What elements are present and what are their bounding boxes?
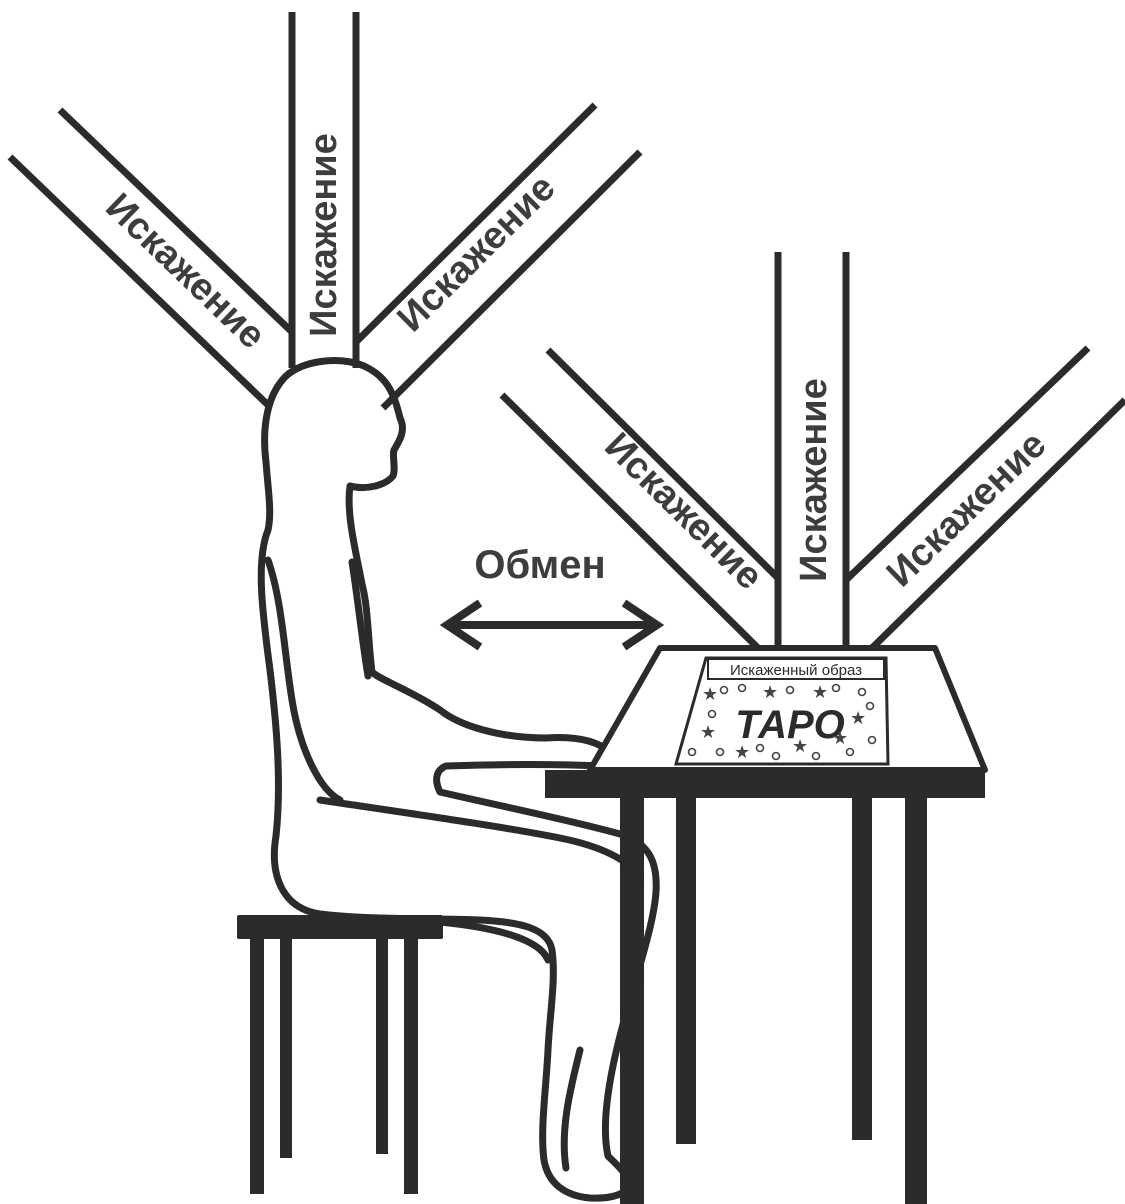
person-channel-left xyxy=(7,107,295,408)
svg-text:★: ★ xyxy=(700,722,716,743)
arm-inner-line xyxy=(348,558,372,680)
card-channel-vertical xyxy=(774,252,850,648)
star-decorations: ★ ★ ★ ★ ★ ★ ★ ★ xyxy=(700,682,866,763)
distortion-label: Искажение xyxy=(97,186,273,357)
svg-text:★: ★ xyxy=(850,708,866,729)
exchange-indicator: Обмен xyxy=(439,543,665,651)
svg-text:★: ★ xyxy=(792,736,808,757)
double-arrow-icon xyxy=(439,599,665,651)
person-channel-right xyxy=(353,102,643,411)
svg-text:★: ★ xyxy=(832,728,848,749)
card-header-box xyxy=(707,658,885,680)
card-title-text: ТАРО xyxy=(735,703,845,747)
distortion-label: Искажение xyxy=(793,378,835,582)
tarot-card: Искаженный образ ТАРО ★ ★ ★ ★ ★ ★ ★ ★ xyxy=(587,645,988,773)
svg-text:★: ★ xyxy=(734,742,750,763)
card-channel-left xyxy=(499,347,781,651)
arm-line xyxy=(264,556,344,804)
card-header-text: Искаженный образ xyxy=(730,662,862,679)
leg-back-line xyxy=(560,1046,584,1172)
table xyxy=(545,770,985,1204)
svg-text:★: ★ xyxy=(762,682,778,703)
stool xyxy=(237,915,443,1194)
svg-text:★: ★ xyxy=(702,684,718,705)
person-channel-vertical xyxy=(288,12,360,368)
distortion-label: Искажение xyxy=(879,424,1055,596)
distortion-label: Искажение xyxy=(303,133,345,337)
bubble-decorations xyxy=(687,683,877,761)
thigh-line xyxy=(316,796,644,882)
card-distortion-channels: Искажение Искажение Искажение xyxy=(499,252,1125,651)
card-channel-right xyxy=(843,345,1125,651)
person-distortion-channels: Искажение Искажение Искажение xyxy=(7,12,643,411)
exchange-label: Обмен xyxy=(474,543,605,587)
leg-front-line xyxy=(436,918,552,964)
svg-text:★: ★ xyxy=(812,682,828,703)
